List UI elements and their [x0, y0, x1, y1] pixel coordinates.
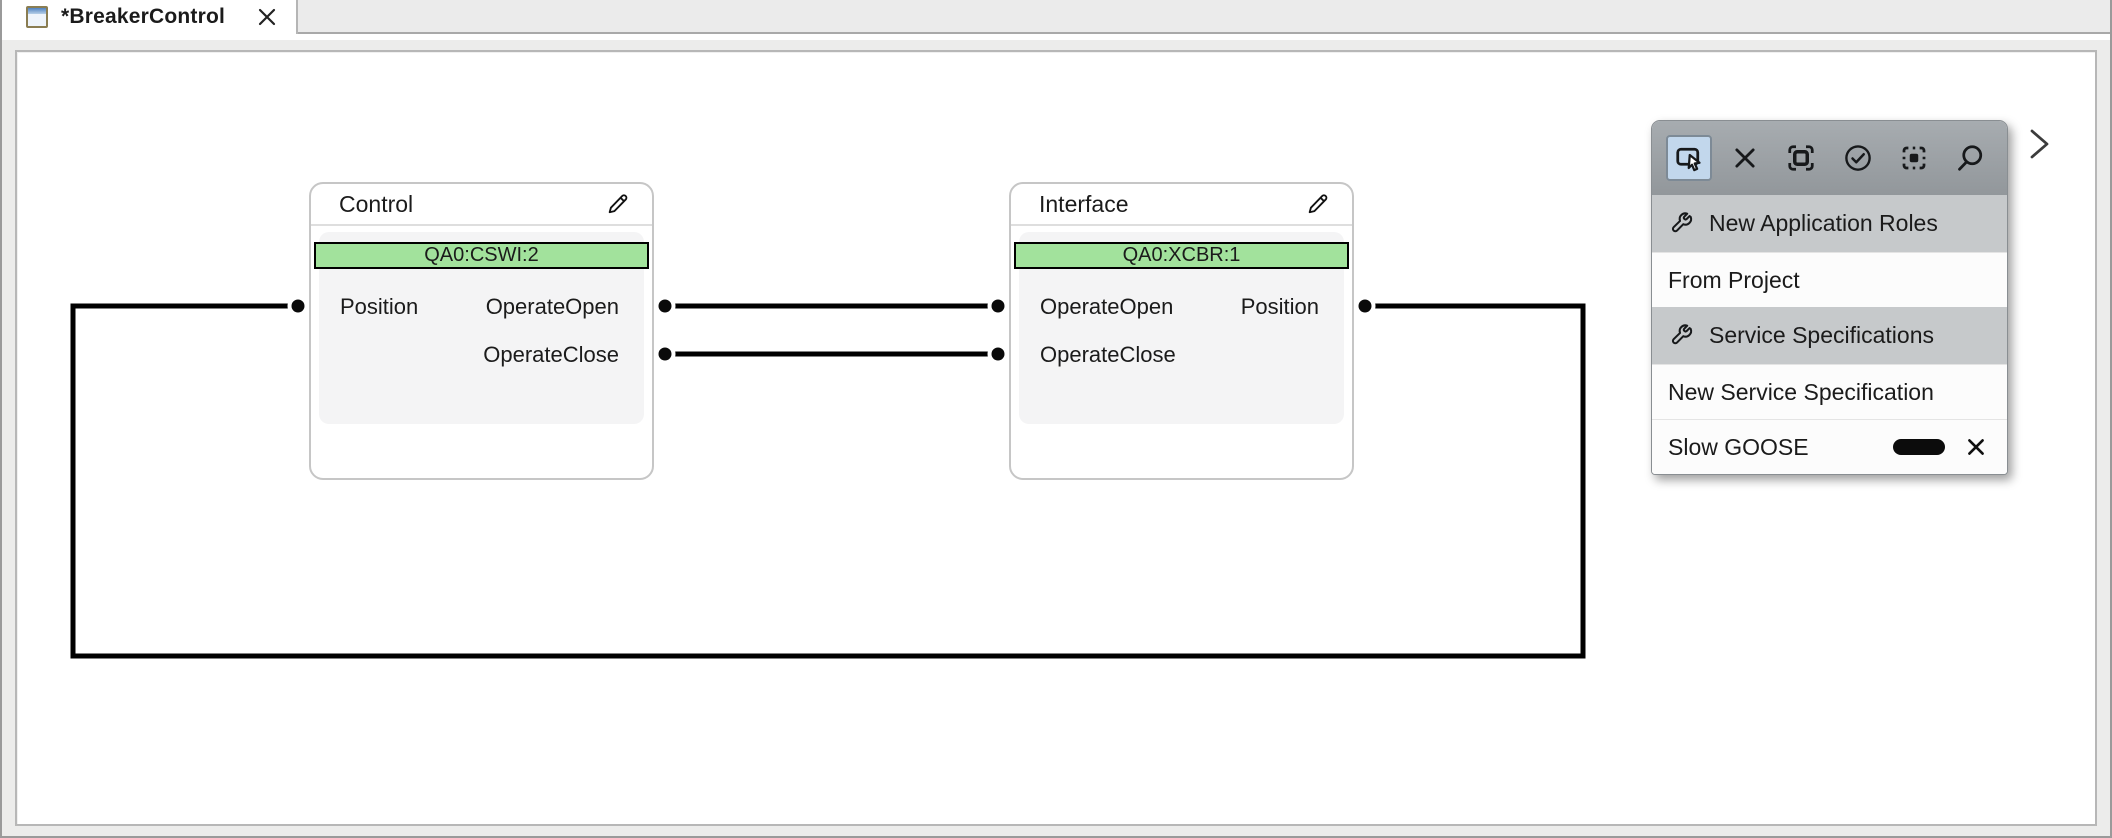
- port-label-position: Position: [340, 294, 419, 319]
- edit-pencil-icon[interactable]: [604, 191, 630, 217]
- editor-document-icon: [26, 6, 48, 28]
- tab-close-icon[interactable]: [254, 4, 280, 30]
- tab-bar-filler: [298, 0, 2110, 34]
- port-interface-operateopen[interactable]: [987, 295, 1009, 317]
- tab-breakercontrol[interactable]: *BreakerControl: [2, 0, 298, 34]
- palette-item-label: Slow GOOSE: [1668, 433, 1809, 460]
- fit-selection-tool-icon[interactable]: [1778, 135, 1824, 181]
- block-interface-row2: OperateClose: [1031, 337, 1332, 373]
- validate-tool-icon[interactable]: [1835, 135, 1881, 181]
- wire-position-feedback[interactable]: [70, 303, 1586, 659]
- block-control-title: Control: [339, 190, 414, 217]
- port-control-operateopen[interactable]: [654, 295, 676, 317]
- palette-toolbar: [1652, 121, 2007, 195]
- palette-item-new-application-roles[interactable]: New Application Roles: [1652, 195, 2007, 252]
- tool-palette: New Application Roles From Project Servi…: [1651, 120, 2008, 475]
- port-control-operateclose[interactable]: [654, 343, 676, 365]
- wrench-icon: [1668, 322, 1695, 349]
- block-interface[interactable]: Interface QA0:XCBR:1 OperateOpen Positio…: [1009, 182, 1354, 480]
- block-control-header: Control: [311, 184, 652, 226]
- diagram-canvas[interactable]: Control QA0:CSWI:2 Position OperateOpen …: [15, 50, 2097, 826]
- block-interface-header: Interface: [1011, 184, 1352, 226]
- palette-item-label: Service Specifications: [1709, 322, 1934, 348]
- port-interface-operateclose[interactable]: [987, 343, 1009, 365]
- palette-item-service-specifications[interactable]: Service Specifications: [1652, 307, 2007, 364]
- tab-bar: *BreakerControl: [2, 0, 2110, 34]
- delete-tool-icon[interactable]: [1722, 135, 1768, 181]
- block-interface-row1: OperateOpen Position: [1031, 289, 1332, 325]
- block-control-badge[interactable]: QA0:CSWI:2: [314, 242, 649, 269]
- port-control-position[interactable]: [287, 295, 309, 317]
- block-interface-title: Interface: [1039, 190, 1129, 217]
- port-label-position: Position: [1240, 294, 1319, 319]
- port-label-operateclose: OperateClose: [483, 342, 619, 367]
- palette-item-label: New Service Specification: [1668, 378, 1934, 405]
- palette-item-new-service-specification[interactable]: New Service Specification: [1652, 364, 2007, 419]
- block-control[interactable]: Control QA0:CSWI:2 Position OperateOpen …: [309, 182, 654, 480]
- center-focus-tool-icon[interactable]: [1891, 135, 1937, 181]
- port-label-operateclose: OperateClose: [1040, 342, 1176, 367]
- palette-item-label: New Application Roles: [1709, 210, 1938, 236]
- port-label-operateopen: OperateOpen: [485, 294, 619, 319]
- block-interface-badge[interactable]: QA0:XCBR:1: [1014, 242, 1349, 269]
- edit-pencil-icon[interactable]: [1304, 191, 1330, 217]
- block-control-row2: OperateClose: [331, 337, 632, 373]
- port-label-operateopen: OperateOpen: [1040, 294, 1174, 319]
- tab-bar-gap: [2, 34, 2110, 40]
- select-tool-icon[interactable]: [1666, 135, 1712, 181]
- zoom-search-tool-icon[interactable]: [1947, 135, 1993, 181]
- palette-item-from-project[interactable]: From Project: [1652, 252, 2007, 307]
- goose-remove-icon[interactable]: [1965, 436, 1987, 458]
- tab-title: *BreakerControl: [61, 5, 226, 28]
- editor-frame: Control QA0:CSWI:2 Position OperateOpen …: [2, 40, 2110, 836]
- palette-item-label: From Project: [1668, 266, 1800, 293]
- palette-item-slow-goose[interactable]: Slow GOOSE: [1652, 419, 2007, 474]
- palette-collapse-chevron-icon[interactable]: [2025, 126, 2055, 162]
- port-interface-position[interactable]: [1354, 295, 1376, 317]
- wrench-icon: [1668, 210, 1695, 237]
- block-control-row1: Position OperateOpen: [331, 289, 632, 325]
- goose-line-style-preview: [1893, 439, 1945, 455]
